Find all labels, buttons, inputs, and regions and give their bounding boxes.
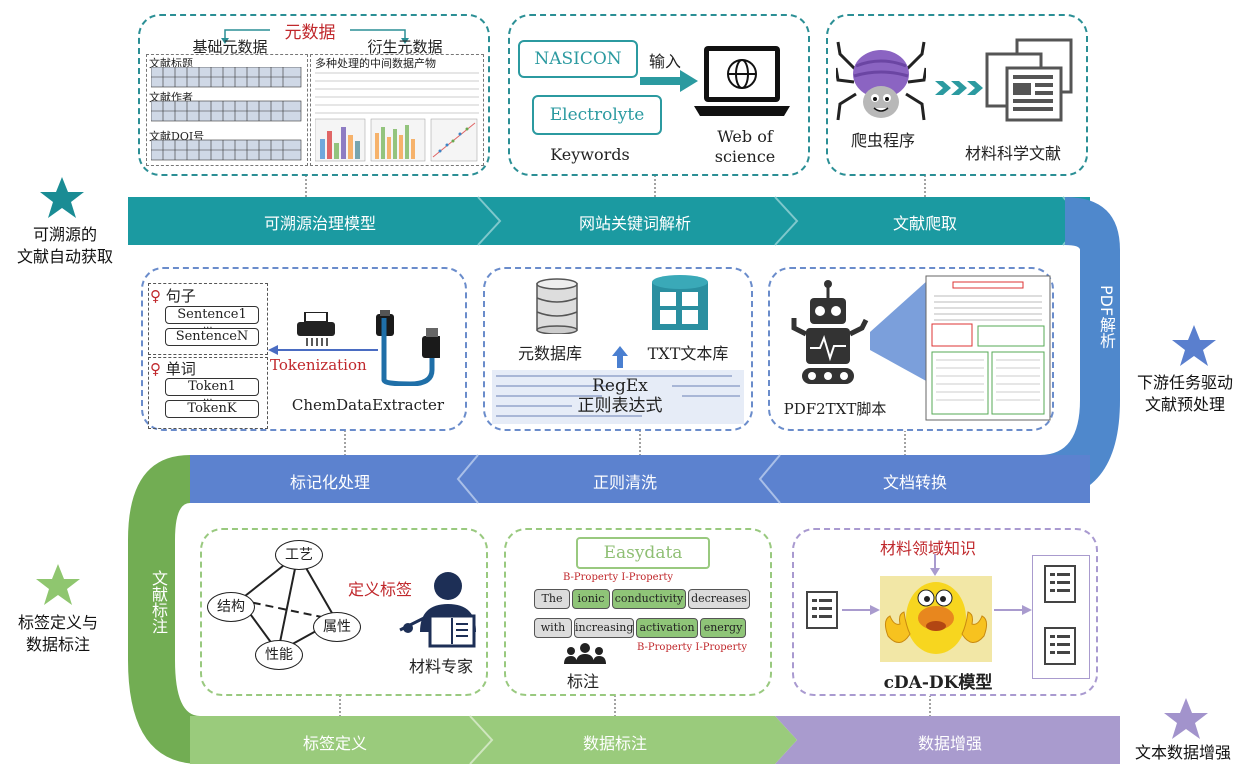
band-label-data-annotate: 数据标注 <box>582 734 647 753</box>
laptop-globe-icon <box>694 46 790 116</box>
cda-dk-model-label: cDA-DK模型 <box>883 673 993 693</box>
band-label-data-augment: 数据增强 <box>917 734 982 753</box>
documents-icon <box>985 38 1073 122</box>
token-first: Token1 <box>165 378 259 396</box>
expert-icon <box>399 572 476 648</box>
sentence-ellipsis: ... <box>203 320 213 331</box>
word-box <box>148 357 268 429</box>
token-ellipsis: ... <box>203 392 213 403</box>
side-label-preprocess: 下游任务驱动文献预处理 <box>1136 373 1233 414</box>
chemdataextracter-label: ChemDataExtracter <box>291 396 445 414</box>
model-character-icon <box>880 576 992 662</box>
bprop-label-top: B-Property I-Property <box>563 572 674 583</box>
up-arrow-icon <box>612 346 628 368</box>
knowledge-arrow-icon <box>930 554 940 576</box>
star-icon-preprocess <box>1172 325 1216 366</box>
users-icon <box>564 643 606 664</box>
tokenize-arrow-icon <box>268 345 378 355</box>
band-label-traceable-model: 可溯源治理模型 <box>263 214 376 233</box>
define-label-text: 定义标签 <box>348 580 413 599</box>
output-documents-box <box>1032 555 1090 679</box>
input-label: 输入 <box>648 52 681 71</box>
regex-code-graphic <box>496 375 740 417</box>
sentence-first: Sentence1 <box>165 306 259 324</box>
intermediate-products-label: 多种处理的中间数据产物 <box>315 57 436 70</box>
word-the: The <box>534 589 570 609</box>
output-document-icons <box>1044 565 1076 665</box>
metadata-db-label: 元数据库 <box>517 344 582 363</box>
sentence-last: SentenceN <box>165 328 259 346</box>
spider-icon <box>836 41 926 121</box>
node-process: 工艺 <box>275 540 323 570</box>
database-icon <box>536 278 578 334</box>
usb-cable-icon <box>376 310 440 386</box>
shredder-icon <box>297 312 335 346</box>
band-label-literature-crawl: 文献爬取 <box>892 214 957 233</box>
band-label-pdf-parse: PDF解析 <box>1097 285 1116 349</box>
band-label-tokenize: 标记化处理 <box>289 473 370 492</box>
annotate-label: 标注 <box>566 672 599 691</box>
star-icon-augmentation <box>1164 698 1208 739</box>
band-label-keyword-parse: 网站关键词解析 <box>578 214 691 233</box>
tokenization-label: Tokenization <box>270 356 367 374</box>
keyword-electrolyte: Electrolyte <box>532 95 662 135</box>
word-energy: energy <box>700 618 746 638</box>
domain-knowledge-label: 材料领域知识 <box>880 539 977 558</box>
model-output-arrow-icon <box>994 605 1032 615</box>
txt-db-label: TXT文本库 <box>647 344 729 363</box>
derived-metadata-label: 衍生元数据 <box>367 38 443 56</box>
band-label-regex-clean: 正则清洗 <box>592 473 657 492</box>
node-attribute: 属性 <box>313 612 361 642</box>
chevrons-arrow-icon <box>935 81 983 95</box>
expert-label: 材料专家 <box>408 657 473 676</box>
metadata-bracket <box>221 29 409 44</box>
star-icon-annotation <box>36 564 80 605</box>
derived-metadata-box: 多种处理的中间数据产物 <box>310 54 484 166</box>
basic-metadata-label: 基础元数据 <box>192 38 268 56</box>
pdf2txt-label: PDF2TXT脚本 <box>783 400 887 418</box>
intermediate-data-graphic <box>315 72 479 162</box>
basic-metadata-box: 文献标题 文献作者 文献DOI号 <box>146 54 308 166</box>
node-structure: 结构 <box>207 592 255 622</box>
easydata-label: Easydata <box>576 537 710 569</box>
sentence-title: ♀ 句子 <box>150 287 196 305</box>
side-label-acquisition: 可溯源的文献自动获取 <box>16 225 113 266</box>
panel-annotation <box>504 528 772 696</box>
word-title: ♀ 单词 <box>150 360 196 378</box>
word-ionic: ionic <box>572 589 610 609</box>
metadata-grid-graphic <box>151 67 302 161</box>
band-label-label-define: 标签定义 <box>302 734 367 753</box>
bprop-label-bottom: B-Property I-Property <box>637 642 748 653</box>
input-arrow-icon <box>640 70 698 92</box>
side-label-augmentation: 文本数据增强 <box>1134 743 1231 762</box>
sentence-box <box>148 283 268 355</box>
model-input-arrow-icon <box>842 605 880 615</box>
word-increasing: increasing <box>574 618 634 638</box>
regex-background <box>492 370 744 424</box>
word-conductivity: conductivity <box>612 589 686 609</box>
txt-database-icon <box>652 275 708 330</box>
robot-scanning-graphic <box>791 275 1051 421</box>
token-last: TokenK <box>165 400 259 418</box>
keywords-label: Keywords <box>550 145 630 164</box>
spider-program-label: 爬虫程序 <box>850 131 915 150</box>
word-activation: activation <box>636 618 698 638</box>
side-label-annotation: 标签定义与数据标注 <box>17 613 98 654</box>
band-label-doc-convert: 文档转换 <box>882 473 947 492</box>
node-performance: 性能 <box>255 640 303 670</box>
metadata-title: 元数据 <box>284 23 336 43</box>
keyword-nasicon: NASICON <box>518 40 638 78</box>
star-icon-acquisition <box>40 177 84 218</box>
input-document-icon <box>806 591 838 629</box>
band-label-literature-annotation: 文献标注 <box>149 570 168 634</box>
word-decreases: decreases <box>688 589 750 609</box>
materials-literature-label: 材料科学文献 <box>964 144 1061 163</box>
word-with: with <box>534 618 572 638</box>
